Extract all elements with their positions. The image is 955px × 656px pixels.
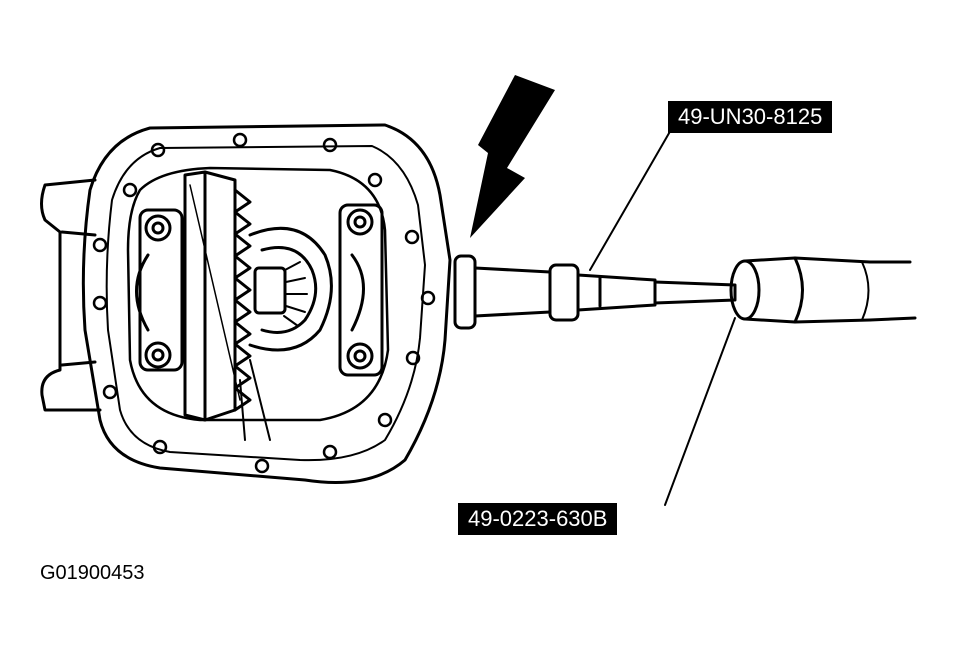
callout-leaders (589, 127, 736, 506)
differential-housing-icon (81, 123, 452, 484)
bearing-caps (135, 203, 384, 377)
differential-case (239, 226, 333, 441)
pinion-flange (453, 254, 552, 330)
slide-hammer-tool-icon (548, 256, 917, 324)
figure-id-label: G01900453 (40, 562, 145, 584)
tool-number-label-top: 49-UN30-8125 (668, 101, 833, 133)
tool-number-label-bottom: 49-0223-630B (458, 503, 618, 535)
indicator-arrow-icon (470, 75, 555, 238)
ring-gear-icon (183, 170, 252, 422)
